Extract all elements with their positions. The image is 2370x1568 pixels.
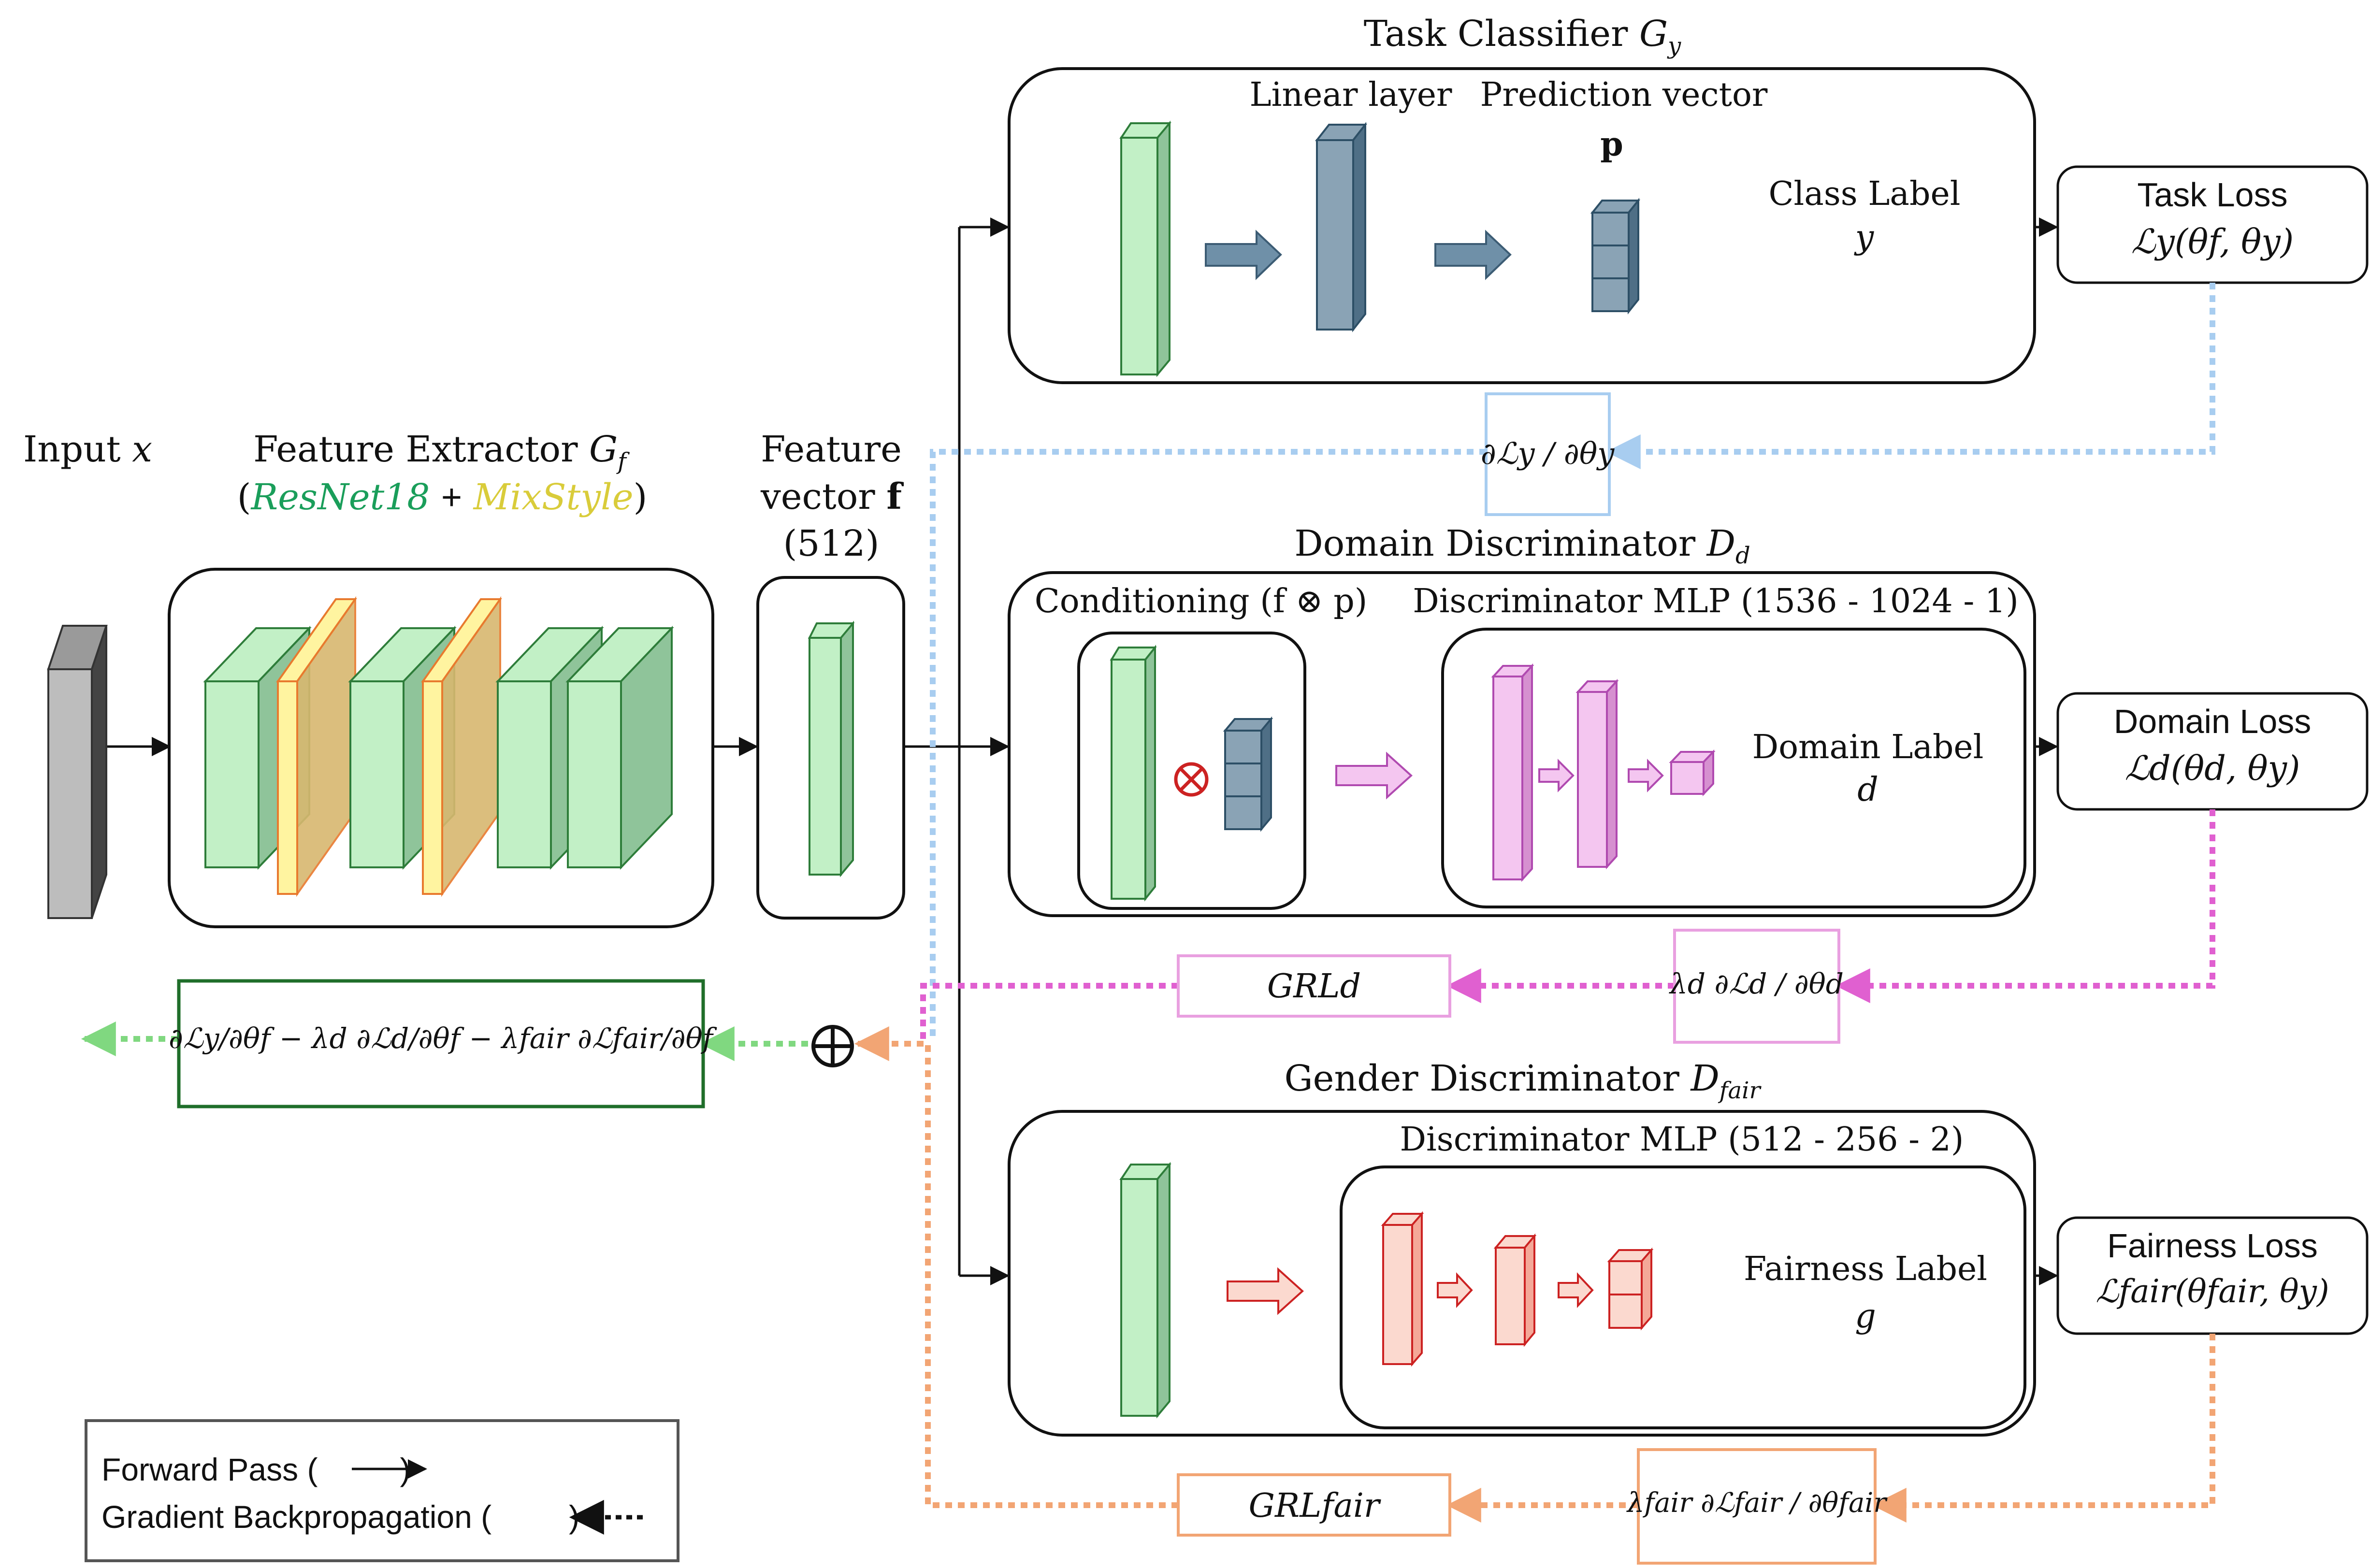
class-label-var: y xyxy=(1855,218,1874,257)
total-gradient-box xyxy=(177,979,705,1108)
extractor-subtitle: (ResNet18 + MixStyle) xyxy=(237,476,648,518)
task-title: Task Classifier Gy xyxy=(1363,13,1681,59)
domain-arrow-1 xyxy=(1335,751,1413,800)
input-label: Input x xyxy=(23,429,152,470)
prediction-p-label: p xyxy=(1600,125,1623,164)
domain-loss-title: Domain Loss xyxy=(2113,703,2312,740)
conditioning-label: Conditioning (f ⊗ p) xyxy=(1034,582,1368,620)
linear-layer-label: Linear layer xyxy=(1249,76,1452,114)
task-classifier-box xyxy=(1008,67,2036,384)
grl-fair-box xyxy=(1177,1473,1451,1537)
fair-grad-box xyxy=(1637,1448,1877,1565)
otimes-symbol xyxy=(1174,762,1209,797)
gender-feature-bar xyxy=(1119,1162,1171,1419)
feature-vector-title-2: vector f xyxy=(760,476,902,518)
grl-fair-label: GRLfair xyxy=(1248,1487,1380,1525)
oplus-symbol xyxy=(811,1025,854,1067)
domain-p-cubes xyxy=(1223,716,1273,832)
domain-grad-box xyxy=(1673,929,1840,1044)
legend-box xyxy=(85,1419,679,1562)
domain-label-var: d xyxy=(1857,771,1879,809)
domain-title: Domain Discriminator Dd xyxy=(1294,523,1750,569)
feature-vector-title-1: Feature xyxy=(761,429,902,470)
gender-mlp-label: Discriminator MLP (512 - 256 - 2) xyxy=(1400,1121,1964,1159)
task-loss-formula: ℒy(θf, θy) xyxy=(2131,222,2294,261)
prediction-vector-cubes xyxy=(1590,198,1641,315)
domain-mlp-label: Discriminator MLP (1536 - 1024 - 1) xyxy=(1413,582,2019,620)
linear-layer-bar xyxy=(1315,122,1368,332)
prediction-vector-label: Prediction vector xyxy=(1480,76,1768,114)
task-feature-bar xyxy=(1119,120,1171,377)
feature-vector-size: (512) xyxy=(783,523,880,564)
extractor-title: Feature Extractor Gf xyxy=(253,429,626,475)
total-gradient-formula: ∂ℒy/∂θf − λd ∂ℒd/∂θf − λfair ∂ℒfair/∂θf xyxy=(168,1022,713,1055)
fairness-label-text: Fairness Label xyxy=(1743,1250,1988,1288)
input-image-block xyxy=(47,625,108,919)
fair-grad-formula: λfair ∂ℒfair / ∂θfair xyxy=(1627,1487,1887,1519)
gender-title: Gender Discriminator Dfair xyxy=(1284,1058,1761,1104)
task-grad-formula: ∂ℒy / ∂θy xyxy=(1480,436,1615,471)
domain-loss-formula: ℒd(θd, θy) xyxy=(2124,748,2300,788)
forward-split xyxy=(904,217,1010,1285)
legend-forward-label: Forward Pass () xyxy=(101,1452,411,1487)
fairness-label-var: g xyxy=(1855,1297,1876,1336)
grl-d-label: GRLd xyxy=(1267,967,1361,1006)
domain-grad-formula: λd ∂ℒd / ∂θd xyxy=(1670,967,1844,1000)
resnet-layers xyxy=(203,596,674,897)
fairness-loss-formula: ℒfair(θfair, θy) xyxy=(2095,1273,2329,1310)
legend-backward-label: Gradient Backpropagation () xyxy=(101,1499,580,1535)
feature-vector-bar xyxy=(808,620,855,878)
grl-d-box xyxy=(1177,954,1451,1018)
gradient-paths xyxy=(81,283,2215,1523)
task-loss-title: Task Loss xyxy=(2137,176,2288,214)
task-arrow-2 xyxy=(1434,230,1512,280)
fairness-loss-title: Fairness Loss xyxy=(2107,1227,2318,1265)
task-arrow-1 xyxy=(1205,230,1282,280)
domain-feature-bar xyxy=(1110,645,1157,902)
domain-mlp-layers xyxy=(1491,663,1716,882)
gender-arrow-1 xyxy=(1227,1267,1304,1315)
task-grad-box xyxy=(1485,392,1611,516)
class-label-text: Class Label xyxy=(1768,175,1961,213)
gender-mlp-box xyxy=(1340,1165,2026,1429)
domain-label-text: Domain Label xyxy=(1752,728,1984,766)
gender-mlp-layers xyxy=(1381,1211,1654,1367)
